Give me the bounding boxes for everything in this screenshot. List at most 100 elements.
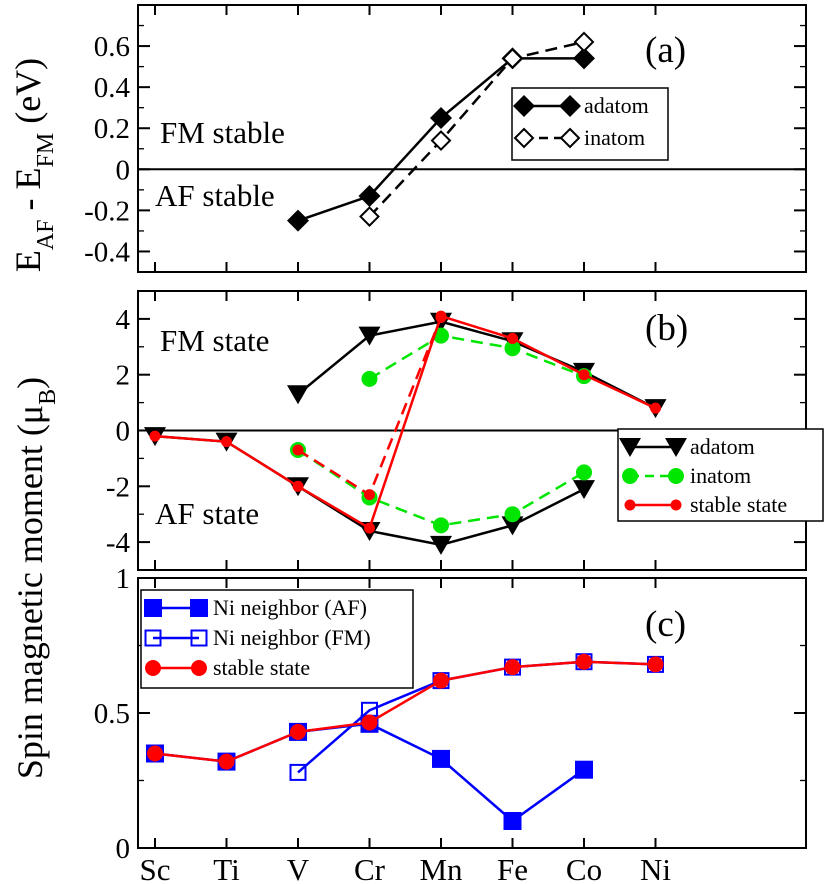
annotation: FM stable [160,115,285,150]
y-tick-label: -4 [106,527,131,559]
y-tick-label: 0.6 [94,31,130,63]
legend-label: adatom [584,93,649,118]
legend-marker [144,599,162,617]
data-point [573,480,595,500]
data-point [361,370,378,387]
data-point [650,402,661,414]
ylabel-e: E [8,250,48,272]
data-point [573,47,595,70]
legend-marker [670,499,682,511]
panel-label: (b) [645,308,688,349]
y-tick-label: 0.2 [94,113,130,145]
x-tick-label: Ni [640,852,671,884]
data-point [430,106,452,129]
annotation: FM state [160,323,269,358]
data-point [575,760,593,779]
data-point [433,672,449,689]
data-point [430,130,452,151]
x-tick-label: Sc [140,852,171,884]
legend-marker [624,499,636,511]
legend: Ni neighbor (AF)Ni neighbor (FM)stable s… [140,589,414,689]
data-point [576,464,592,481]
data-point [435,312,447,324]
legend-marker [559,127,581,149]
data-point [364,489,375,501]
series-stable-state [147,653,664,770]
data-point [507,332,518,344]
series-ni-neighbor-af- [146,714,593,830]
panel-label: (c) [645,604,686,645]
y-axis-label-spin: Spin magnetic moment (μB) [10,377,61,779]
data-point [433,517,449,534]
series-line [368,40,585,218]
x-tick-label: Ti [213,852,240,884]
data-point [221,436,232,448]
y-tick-label: 0.4 [94,72,131,104]
x-tick-label: V [287,852,310,884]
data-point [573,31,595,53]
data-point [501,516,524,536]
y-axis-label-a: EAF - EFM (eV) [8,58,59,272]
series-line [368,334,585,380]
data-point [358,185,381,208]
ylabel-unit: (eV) [8,58,48,133]
data-point [647,656,664,673]
plot-frame [137,4,807,273]
y-tick-label: -0.4 [84,236,130,268]
legend-label: stable state [690,492,787,517]
y-tick-label: -0.2 [84,195,130,227]
x-tick-label: Cr [354,852,386,884]
y-tick-label: 1 [116,563,131,595]
y-tick-label: 4 [116,304,131,336]
legend-marker [145,660,161,676]
panel-a: -0.4 -0.2 0 0.2 0.4 0.6 FM stable AF stable (a) a… [84,4,807,273]
legend-marker [190,629,208,647]
legend-label: Ni neighbor (AF) [213,595,367,620]
x-tick-label: Co [566,852,602,884]
y-tick-label: 0 [116,154,131,186]
data-point [289,763,307,781]
data-point [359,206,380,227]
ylabel-spin-close: ) [10,377,50,389]
y-tick-label: 2 [116,360,131,392]
legend-marker [619,438,641,457]
legend-label: inatom [584,125,645,150]
series-line [154,660,656,763]
data-point [358,326,381,346]
ylabel-af-sub: AF [33,219,59,250]
data-point [287,385,309,405]
data-point [292,444,304,456]
legend-label: adatom [690,434,755,459]
data-point [149,430,161,442]
legend-label: Ni neighbor (FM) [213,625,371,650]
data-point [147,745,163,762]
legend-marker [559,95,581,117]
legend-marker [191,660,207,676]
legend-marker [190,599,208,617]
y-tick-label: 0.5 [94,698,130,730]
data-point [576,653,592,670]
data-point [504,506,521,523]
x-tick-label: Mn [419,852,463,884]
data-point [364,522,375,534]
panel-label: (a) [645,30,686,71]
ylabel-fm-sub: FM [33,133,59,168]
legend-marker [513,95,535,117]
annotation: AF stable [155,178,275,213]
y-tick-label: 0 [116,833,131,865]
series-adatom [287,47,595,232]
legend-marker [668,468,684,484]
data-point [432,749,450,768]
data-point [287,209,309,232]
legend-box [511,87,669,161]
data-point [361,714,378,731]
legend: adatom inatom [511,87,669,161]
legend-marker [622,468,638,484]
ylabel-spin-main: Spin magnetic moment (μ [10,405,50,779]
data-point [218,753,235,770]
legend-marker [665,438,687,457]
y-tick-label: 0 [116,416,131,448]
